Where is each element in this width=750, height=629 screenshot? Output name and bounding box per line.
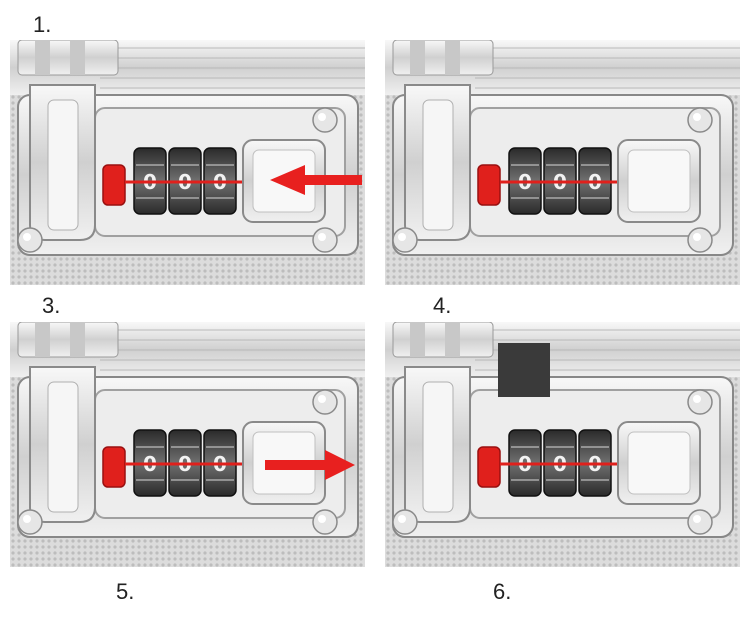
redaction-block [498,343,550,397]
step-label-6: 6. [493,579,512,604]
step-label-5: 5. [116,579,135,604]
step-label-1: 1. [33,12,52,37]
arrow-left-icon [270,165,362,195]
arrow-right-icon [265,450,355,480]
step-label-4: 4. [433,293,452,318]
step-label-3: 3. [42,293,61,318]
